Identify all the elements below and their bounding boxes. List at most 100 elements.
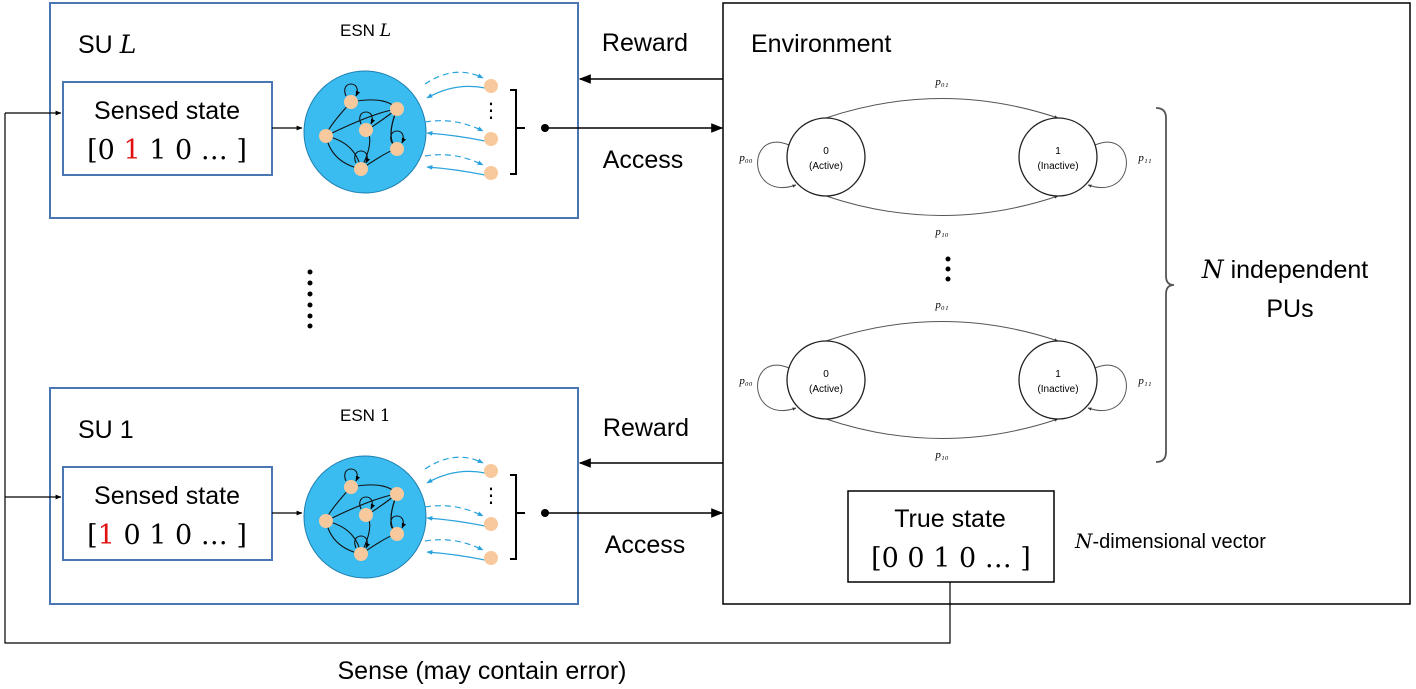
output-dashed-link — [424, 120, 484, 132]
state-active — [786, 117, 866, 197]
output-feedback-link — [426, 549, 486, 561]
label-state1_label: (Inactive) — [1037, 384, 1078, 395]
true-state-vector: [0 0 1 0 … ] — [871, 543, 1031, 574]
sensed-state-top-box — [62, 81, 273, 176]
transition-p00 — [757, 364, 797, 411]
transition-p01 — [825, 321, 1059, 342]
pu-brace — [1155, 107, 1175, 463]
output-dashed-link — [424, 539, 484, 551]
su-top-box: SU L ESN L Sensed state [0 1 1 0 … ] ⋮ — [49, 2, 579, 219]
transition-p11 — [1087, 141, 1127, 188]
esn-bottom: ⋮ — [303, 455, 525, 579]
output-ellipsis: ⋮ — [481, 483, 501, 507]
transition-p01 — [825, 98, 1059, 119]
reservoir-node — [390, 142, 404, 156]
output-feedback-link — [426, 164, 486, 176]
sensed-state-top-label: Sensed state — [94, 97, 240, 125]
output-node — [484, 166, 498, 180]
access-top-label: Access — [603, 146, 684, 174]
reservoir-node — [359, 123, 373, 137]
state-inactive — [1018, 340, 1098, 420]
reservoir-node — [390, 487, 404, 501]
esn-bottom-title: ESN 1 — [340, 406, 391, 426]
true-state-box — [847, 490, 1055, 583]
label-p01: p₀₁ — [934, 299, 948, 311]
label-p01: p₀₁ — [934, 76, 948, 88]
su-ellipsis-dots — [307, 269, 313, 329]
output-dashed-link — [424, 505, 484, 517]
label-state0_num: 0 — [823, 146, 829, 157]
markov-chain-top: 0 (Active) 1 (Inactive) p₀₁ p₁₀ p₀₀ p₁₁ — [738, 76, 1151, 238]
environment-title: Environment — [751, 30, 891, 58]
sense-label: Sense (may contain error) — [337, 657, 626, 685]
reward-bottom-label: Reward — [603, 414, 689, 442]
transition-p10 — [825, 195, 1059, 216]
sensed-state-top-vector: [0 1 1 0 … ] — [87, 135, 247, 166]
self-loop — [359, 111, 375, 125]
self-loop — [354, 535, 370, 549]
output-feedback-link — [426, 515, 486, 527]
self-loop — [390, 515, 406, 529]
output-feedback-link — [426, 470, 486, 484]
markov-ellipsis-dots — [945, 256, 951, 282]
output-node — [484, 464, 498, 478]
self-loop — [354, 150, 370, 164]
reservoir-node — [344, 95, 358, 109]
pu-label: PUs — [1266, 295, 1313, 323]
label-state1_label: (Inactive) — [1037, 161, 1078, 172]
transition-p11 — [1087, 364, 1127, 411]
output-feedback-link — [426, 85, 486, 99]
esn-top-title: ESN L — [340, 21, 391, 41]
reservoir-node — [319, 514, 333, 528]
su-bottom-box: SU 1 ESN 1 Sensed state [1 0 1 0 … ] ⋮ — [49, 387, 579, 605]
su-top-title: SU L — [78, 30, 136, 59]
reservoir-node — [354, 162, 368, 176]
transition-p00 — [757, 141, 797, 188]
output-bracket — [510, 89, 525, 175]
reservoir-node — [319, 129, 333, 143]
output-node — [484, 517, 498, 531]
label-p11: p₁₁ — [1137, 152, 1151, 164]
sensed-state-bottom-vector: [1 0 1 0 … ] — [87, 520, 247, 551]
reservoir-node — [359, 508, 373, 522]
output-node — [484, 132, 498, 146]
vector-dimension-note: N-dimensional vector — [1074, 529, 1266, 553]
output-dashed-link — [424, 456, 484, 470]
label-state0_num: 0 — [823, 369, 829, 380]
label-p00: p₀₀ — [738, 152, 752, 164]
output-dashed-link — [424, 71, 484, 85]
output-ellipsis: ⋮ — [481, 98, 501, 122]
output-feedback-link — [426, 130, 486, 142]
output-node — [484, 79, 498, 93]
self-loop — [344, 83, 360, 97]
sensed-state-bottom-label: Sensed state — [94, 482, 240, 510]
sensed-state-bottom-box — [62, 466, 273, 561]
reservoir-node — [390, 102, 404, 116]
state-inactive — [1018, 117, 1098, 197]
sense-feedback-line — [4, 113, 951, 644]
label-state0_label: (Active) — [809, 161, 843, 172]
reservoir-node — [390, 527, 404, 541]
self-loop — [344, 468, 360, 482]
reward-top-label: Reward — [602, 29, 688, 57]
label-state0_label: (Active) — [809, 384, 843, 395]
transition-p10 — [825, 418, 1059, 439]
self-loop — [359, 496, 375, 510]
access-bottom-label: Access — [605, 531, 686, 559]
label-state1_num: 1 — [1055, 146, 1061, 157]
state-active — [786, 340, 866, 420]
label-p10: p₁₀ — [934, 226, 948, 238]
su-bottom-title: SU 1 — [78, 416, 134, 444]
label-state1_num: 1 — [1055, 369, 1061, 380]
output-dashed-link — [424, 154, 484, 166]
label-p00: p₀₀ — [738, 375, 752, 387]
environment-box — [722, 2, 1411, 605]
reservoir-node — [354, 547, 368, 561]
output-node — [484, 551, 498, 565]
true-state-label: True state — [894, 505, 1006, 533]
esn-top: ⋮ — [303, 70, 525, 194]
label-p11: p₁₁ — [1137, 375, 1151, 387]
pu-count-label: N independent — [1201, 255, 1369, 284]
